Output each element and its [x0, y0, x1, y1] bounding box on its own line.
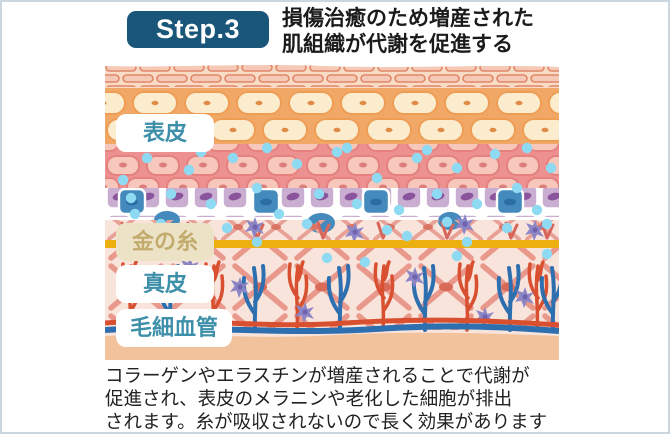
gold-thread-line: [105, 240, 559, 248]
label-epidermis: 表皮: [116, 114, 214, 152]
particle-dots: [117, 142, 557, 268]
caption-line: コラーゲンやエラスチンが増産されることで代謝が: [105, 365, 530, 386]
page-title: 損傷治癒のため増産された 肌組織が代謝を促進する: [282, 6, 534, 57]
caption-line: 促進され、表皮のメラニンや老化した細胞が排出: [105, 388, 513, 410]
label-gold-thread: 金の糸: [116, 223, 214, 261]
caption-line: されます。糸が吸収されないので長く効果があります: [105, 411, 548, 433]
skin-diagram: 表皮 金の糸 真皮 毛細血管: [105, 62, 559, 360]
label-capillaries: 毛細血管: [116, 309, 233, 347]
title-line-2: 肌組織が代謝を促進する: [282, 32, 513, 56]
step-badge: Step.3: [127, 11, 269, 48]
label-dermis: 真皮: [116, 265, 214, 303]
title-line-1: 損傷治癒のため増産された: [282, 7, 534, 30]
caption: コラーゲンやエラスチンが増産されることで代謝が 促進され、表皮のメラニンや老化し…: [105, 364, 575, 433]
